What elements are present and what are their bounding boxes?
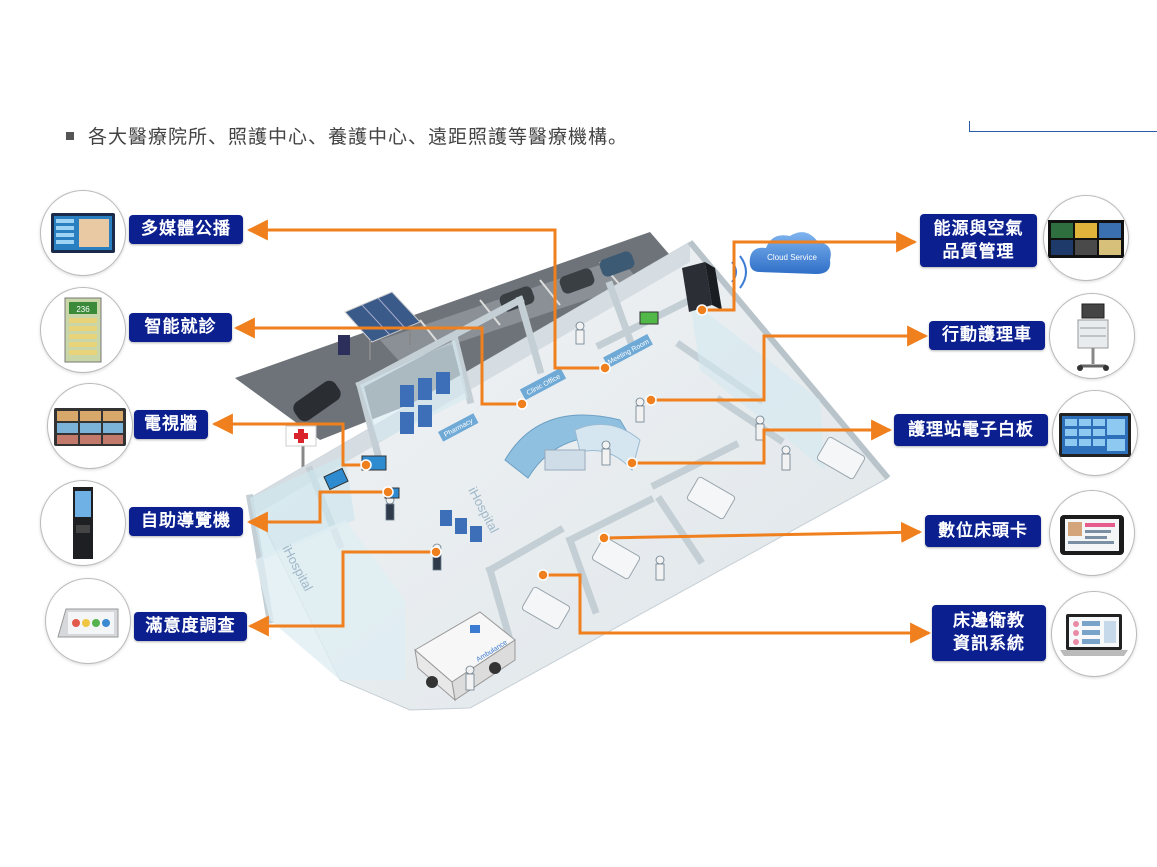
label-survey-text: 滿意度調查 <box>145 616 236 636</box>
label-video-wall-text: 電視牆 <box>144 414 198 434</box>
label-energy: 能源與空氣 品質管理 <box>920 214 1037 267</box>
label-survey: 滿意度調查 <box>134 612 247 641</box>
bullet-square-icon <box>66 131 74 140</box>
kiosk-icon <box>40 480 126 566</box>
label-kiosk: 自助導覽機 <box>129 507 243 536</box>
label-mobile-cart: 行動護理車 <box>929 321 1045 350</box>
connector-dots <box>360 304 708 581</box>
label-bedside-edu-line1: 床邊衛教 <box>953 611 1025 631</box>
label-smart-clinic: 智能就診 <box>129 313 232 342</box>
label-bedside-edu: 床邊衛教 資訊系統 <box>932 605 1046 661</box>
energy-dashboard-icon <box>1043 195 1129 281</box>
waiting-seats <box>400 372 482 542</box>
mobile-cart-icon <box>1049 293 1135 379</box>
survey-tablet-icon <box>45 578 131 664</box>
smart-clinic-icon: 236 <box>40 287 126 373</box>
label-bedside-edu-line2: 資訊系統 <box>953 634 1025 654</box>
intro-bullet: 各大醫療院所、照護中心、養護中心、遠距照護等醫療機構。 <box>66 122 628 149</box>
bedside-edu-icon <box>1051 591 1137 677</box>
label-energy-line1: 能源與空氣 <box>933 218 1024 239</box>
connectors <box>211 219 932 644</box>
label-smart-clinic-text: 智能就診 <box>144 317 217 337</box>
bedside-card-icon <box>1049 490 1135 576</box>
people <box>385 321 791 691</box>
label-whiteboard: 護理站電子白板 <box>894 414 1048 446</box>
building-floor <box>245 240 891 711</box>
label-multimedia: 多媒體公播 <box>129 215 243 244</box>
label-energy-line2: 品質管理 <box>942 241 1015 262</box>
label-multimedia-text: 多媒體公播 <box>141 219 231 239</box>
cloud-label: Cloud Service <box>767 253 817 262</box>
server-rack <box>682 262 722 312</box>
patient-beds <box>521 436 866 630</box>
label-kiosk-text: 自助導覽機 <box>141 511 231 531</box>
label-bedside-card-text: 數位床頭卡 <box>938 520 1028 541</box>
label-bedside-card: 數位床頭卡 <box>925 515 1041 547</box>
kiosk-screen-number: 236 <box>76 305 90 314</box>
corner-decoration <box>969 121 1157 132</box>
multimedia-display-icon <box>40 190 126 276</box>
label-whiteboard-text: 護理站電子白板 <box>908 419 1034 440</box>
red-cross-sign <box>285 425 317 478</box>
intro-text: 各大醫療院所、照護中心、養護中心、遠距照護等醫療機構。 <box>88 126 629 148</box>
video-wall-icon <box>47 383 133 469</box>
whiteboard-icon <box>1052 390 1138 476</box>
label-video-wall: 電視牆 <box>134 410 208 439</box>
label-mobile-cart-text: 行動護理車 <box>942 325 1032 345</box>
